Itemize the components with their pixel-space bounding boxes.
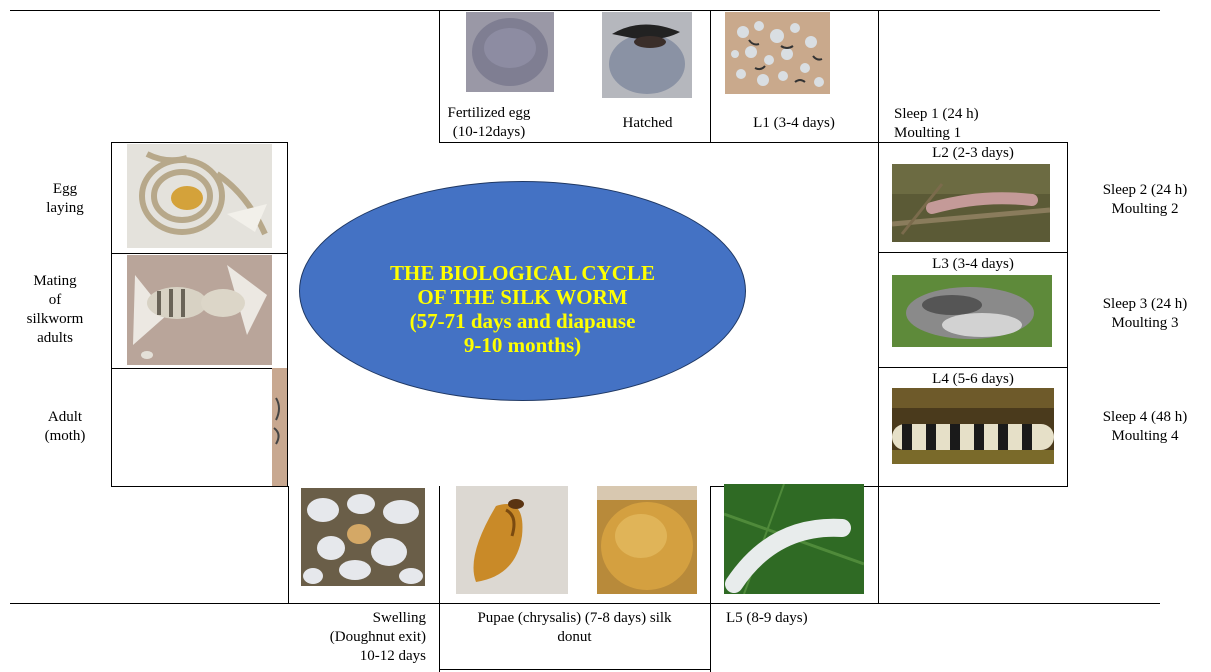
sleep1-label-line1: Sleep 1 (24 h) <box>894 105 1034 124</box>
bottom-rule <box>10 603 1160 604</box>
title-line2: OF THE SILK WORM <box>300 285 745 309</box>
pupa-image <box>456 486 568 594</box>
mating-label-line2: of <box>10 291 100 310</box>
cycle-title: THE BIOLOGICAL CYCLE OF THE SILK WORM (5… <box>300 261 745 357</box>
swelling-label-line1: Swelling <box>290 609 426 628</box>
fertilized-egg-label-line1: Fertilized egg <box>439 104 539 123</box>
swelling-label: Swelling (Doughnut exit) 10-12 days <box>290 609 426 666</box>
sleep4-label: Sleep 4 (48 h) Moulting 4 <box>1080 408 1210 446</box>
mating-label-line3: silkworm <box>10 310 100 329</box>
adult-label-line2: (moth) <box>20 427 110 446</box>
mating-label-line1: Mating <box>10 272 100 291</box>
egg-laying-label-line1: Egg <box>20 180 110 199</box>
l5-label: L5 (8-9 days) <box>726 609 866 628</box>
l3-larva-image <box>892 275 1052 347</box>
adult-moth-image <box>272 368 287 486</box>
sleep4-label-line1: Sleep 4 (48 h) <box>1080 408 1210 427</box>
sleep1-label: Sleep 1 (24 h) Moulting 1 <box>894 105 1034 143</box>
l3-label: L3 (3-4 days) <box>878 255 1068 274</box>
pupae-label-line1: Pupae (chrysalis) (7-8 days) silk <box>439 609 710 628</box>
l1-larvae-image <box>725 12 830 94</box>
l5-larva-image <box>724 484 864 594</box>
bottom-divider <box>710 486 711 672</box>
pupae-label-line2: donut <box>439 628 710 647</box>
mating-adults-image <box>127 255 272 365</box>
cocoons-image <box>301 488 425 586</box>
title-line3: (57-71 days and diapause <box>300 309 745 333</box>
l2-larva-image <box>892 164 1050 242</box>
left-divider <box>111 368 288 369</box>
right-divider <box>878 367 1068 368</box>
adult-label: Adult (moth) <box>20 408 110 446</box>
cycle-title-ellipse: THE BIOLOGICAL CYCLE OF THE SILK WORM (5… <box>299 181 746 401</box>
l2-label: L2 (2-3 days) <box>878 144 1068 163</box>
l1-label: L1 (3-4 days) <box>710 114 878 133</box>
pupae-cell-bottom <box>439 669 710 670</box>
bottom-divider <box>878 486 879 604</box>
sleep1-label-line2: Moulting 1 <box>894 124 1034 143</box>
pupae-label: Pupae (chrysalis) (7-8 days) silk donut <box>439 609 710 647</box>
egg-laying-label-line2: laying <box>20 199 110 218</box>
hatched-label: Hatched <box>585 114 710 133</box>
sleep2-label-line2: Moulting 2 <box>1080 200 1210 219</box>
egg-laying-label: Egg laying <box>20 180 110 218</box>
title-line4: 9-10 months) <box>300 333 745 357</box>
top-rule <box>10 10 1160 11</box>
sleep2-label-line1: Sleep 2 (24 h) <box>1080 181 1210 200</box>
right-divider <box>878 252 1068 253</box>
sleep2-label: Sleep 2 (24 h) Moulting 2 <box>1080 181 1210 219</box>
left-divider <box>111 253 288 254</box>
bottom-divider <box>288 486 289 604</box>
title-line1: THE BIOLOGICAL CYCLE <box>300 261 745 285</box>
hatched-egg-image <box>602 12 692 98</box>
top-cell-bottom <box>439 142 878 143</box>
adult-label-line1: Adult <box>20 408 110 427</box>
sleep3-label-line1: Sleep 3 (24 h) <box>1080 295 1210 314</box>
l4-larva-image <box>892 388 1054 464</box>
top-divider <box>878 10 879 143</box>
mating-label: Mating of silkworm adults <box>10 272 100 348</box>
swelling-label-line2: (Doughnut exit) <box>290 628 426 647</box>
silk-donut-image <box>597 486 697 594</box>
fertilized-egg-label-line2: (10-12days) <box>439 123 539 142</box>
egg-laying-image <box>127 144 272 248</box>
swelling-label-line3: 10-12 days <box>290 647 426 666</box>
fertilized-egg-label: Fertilized egg (10-12days) <box>439 104 539 142</box>
sleep3-label: Sleep 3 (24 h) Moulting 3 <box>1080 295 1210 333</box>
sleep4-label-line2: Moulting 4 <box>1080 427 1210 446</box>
l4-label: L4 (5-6 days) <box>878 370 1068 389</box>
fertilized-egg-image <box>466 12 554 92</box>
mating-label-line4: adults <box>10 329 100 348</box>
sleep3-label-line2: Moulting 3 <box>1080 314 1210 333</box>
